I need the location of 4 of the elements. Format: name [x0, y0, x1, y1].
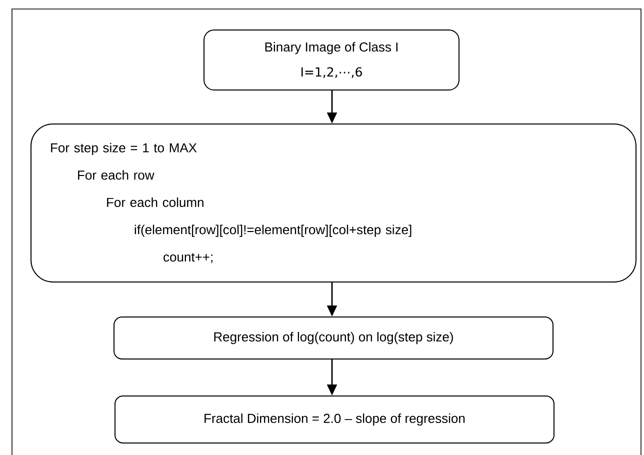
process-box: Regression of log(count) on log(step size)	[114, 316, 554, 360]
process-box: Fractal Dimension = 2.0 – slope of regression	[114, 396, 554, 444]
process-box: Binary Image of Class I I=1,2,⋯,6	[204, 30, 460, 90]
process-box: For step size = 1 to MAX For each row For each column if(element[row][col]!=element[row][col+step size] count++;	[30, 124, 636, 282]
